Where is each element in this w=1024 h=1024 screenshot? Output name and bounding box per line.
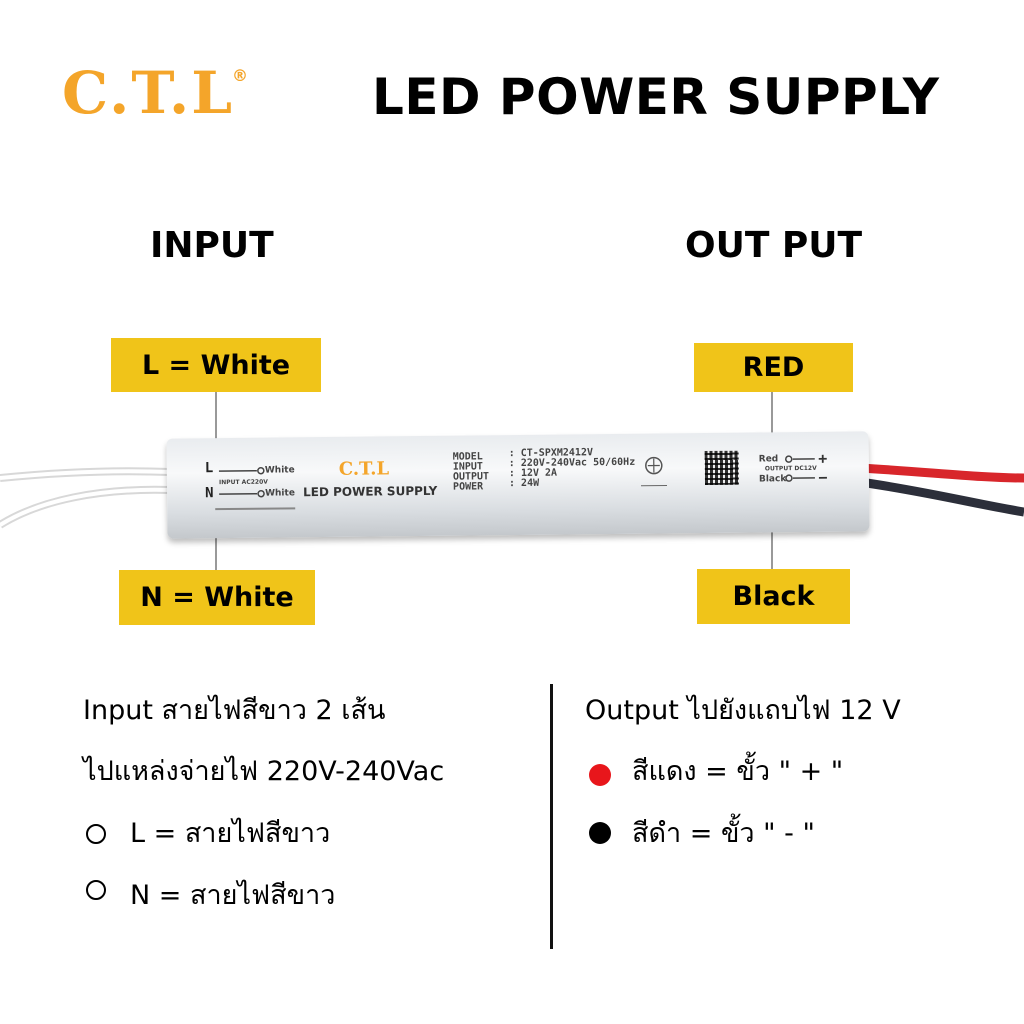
device-l-mark: L (204, 460, 214, 477)
power-supply-device: L N White White INPUT AC220V C.T.L LED P… (166, 431, 870, 545)
device-spec-keys: MODEL INPUT OUTPUT POWER (452, 451, 490, 493)
device-logo: C.T.L (338, 458, 390, 480)
n-wire-item: N = สายไฟสีขาว (130, 880, 336, 911)
column-divider (550, 684, 553, 949)
device-terminal-lines (218, 466, 265, 498)
black-label: Black (697, 569, 850, 624)
device-red-mark: Red (758, 454, 779, 465)
output-wire-red (859, 463, 1024, 483)
device-name: LED POWER SUPPLY (302, 483, 438, 500)
spec-key-power: POWER (452, 481, 484, 493)
input-wire-l-highlight (0, 469, 171, 480)
output-title: OUT PUT (685, 225, 863, 266)
device-body: L N White White INPUT AC220V C.T.L LED P… (166, 431, 870, 539)
output-wire-black (859, 477, 1024, 517)
circle-outline-icon (86, 824, 106, 844)
registered-mark: ® (232, 66, 250, 85)
brand-logo: C.T.L® (62, 59, 250, 127)
red-dot-icon (589, 764, 611, 786)
input-wire-n-highlight (0, 487, 171, 527)
device-output-terminals (784, 454, 827, 482)
red-polarity-item: สีแดง = ขั้ว " + " (632, 756, 844, 787)
circle-outline-icon (86, 880, 106, 900)
spec-value-power: : 24W (508, 477, 540, 490)
l-wire-item: L = สายไฟสีขาว (130, 818, 331, 849)
black-dot-icon (589, 822, 611, 844)
input-description-line2: ไปแหล่งจ่ายไฟ 220V-240Vac (83, 756, 445, 787)
input-title: INPUT (150, 225, 274, 266)
device-n-wire: White (265, 488, 295, 499)
red-label: RED (694, 343, 853, 392)
device-spec-values: : CT-SPXM2412V : 220V-240Vac 50/60Hz : 1… (508, 447, 636, 490)
device-l-wire: White (264, 465, 295, 476)
page-title: LED POWER SUPPLY (372, 68, 940, 126)
l-white-label: L = White (111, 338, 321, 392)
input-description-line1: Input สายไฟสีขาว 2 เส้น (83, 695, 386, 726)
black-polarity-item: สีดำ = ขั้ว " - " (632, 818, 815, 849)
output-description-line1: Output ไปยังแถบไฟ 12 V (585, 695, 901, 726)
device-divider (215, 507, 296, 511)
qr-code-icon (704, 450, 740, 486)
device-input-ac: INPUT AC220V (218, 478, 268, 487)
device-n-mark: N (204, 485, 214, 502)
certification-mark-icon (641, 456, 668, 487)
n-white-label: N = White (119, 570, 315, 625)
device-black-mark: Black (758, 474, 787, 485)
